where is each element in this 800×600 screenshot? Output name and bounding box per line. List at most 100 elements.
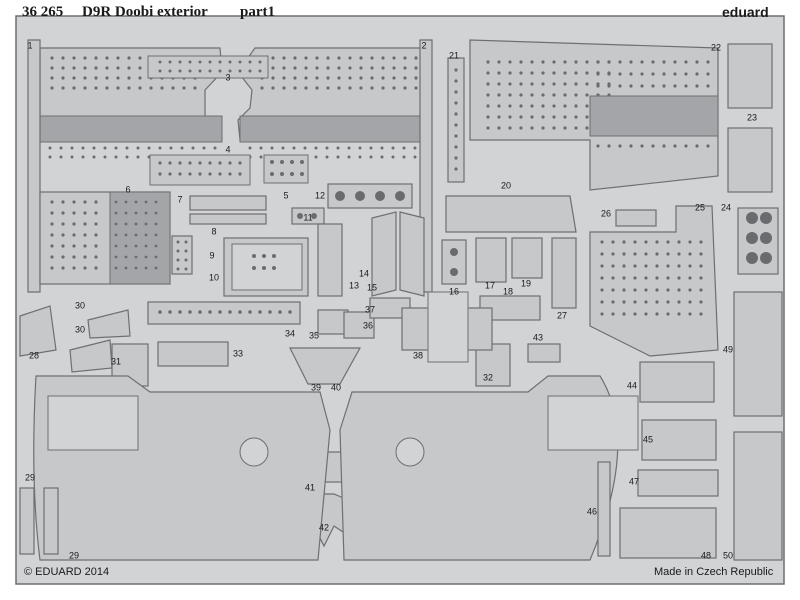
slot-hole — [198, 69, 202, 73]
grille-hole — [304, 86, 308, 90]
panel-hole-circle — [239, 437, 269, 467]
grille-hole — [81, 155, 85, 159]
part-number-label: 40 — [330, 382, 342, 393]
grille-hole — [541, 93, 545, 97]
strip-hole — [218, 172, 222, 176]
grille-hole — [337, 66, 341, 70]
grille-hole — [600, 288, 604, 292]
grille-hole — [563, 93, 567, 97]
grille-hole — [688, 276, 692, 280]
grille-hole — [127, 86, 131, 90]
grille-hole — [138, 66, 142, 70]
grille-hole — [574, 82, 578, 86]
grille-hole — [706, 60, 710, 64]
strip-hole — [454, 112, 458, 116]
panel-hole — [83, 255, 87, 259]
grille-hole — [673, 144, 677, 148]
grille-hole — [585, 126, 589, 130]
grille-hole — [182, 86, 186, 90]
panel-hole — [114, 200, 118, 204]
slot-hole — [238, 60, 242, 64]
part-number-label: 41 — [304, 482, 316, 493]
part-17 — [475, 237, 507, 283]
grille-hole — [50, 56, 54, 60]
grille-hole — [83, 66, 87, 70]
grille-hole — [644, 312, 648, 316]
grille-hole — [508, 115, 512, 119]
grille-hole — [508, 93, 512, 97]
grille-hole — [369, 146, 373, 150]
grille-hole — [50, 86, 54, 90]
grille-hole — [629, 60, 633, 64]
part-43 — [527, 343, 561, 363]
grille-hole — [116, 86, 120, 90]
grille-hole — [348, 86, 352, 90]
grille-hole — [655, 252, 659, 256]
grille-hole — [508, 82, 512, 86]
slot-hole — [228, 60, 232, 64]
plate-inner — [231, 243, 303, 291]
part-number-label: 21 — [448, 50, 460, 61]
panel-hole — [134, 222, 138, 226]
grille-hole — [271, 76, 275, 80]
grille-hole — [519, 126, 523, 130]
grille-hole — [72, 56, 76, 60]
grille-hole — [622, 288, 626, 292]
small-hole — [184, 258, 188, 262]
grille-hole — [486, 71, 490, 75]
grille-hole — [552, 115, 556, 119]
grille-hole — [381, 76, 385, 80]
strip-hole — [208, 161, 212, 165]
strip-hole — [158, 161, 162, 165]
grille-hole — [618, 72, 622, 76]
plate-part-23 — [727, 127, 773, 193]
panel-hole — [144, 255, 148, 259]
grille-hole — [688, 288, 692, 292]
grille-hole — [611, 300, 615, 304]
part-number-label: 35 — [308, 330, 320, 341]
grille-hole — [673, 84, 677, 88]
grille-hole — [50, 76, 54, 80]
part-39-40 — [289, 347, 362, 385]
grille-hole — [677, 240, 681, 244]
part-number-label: 22 — [710, 42, 722, 53]
grille-hole — [684, 84, 688, 88]
grille-hole — [673, 60, 677, 64]
part-36 — [343, 311, 375, 339]
grille-hole — [655, 312, 659, 316]
strip-hole — [454, 145, 458, 149]
plate-hole — [262, 266, 266, 270]
grille-hole — [293, 86, 297, 90]
grille-hole — [315, 56, 319, 60]
panel-hole — [72, 266, 76, 270]
grille-hole — [171, 86, 175, 90]
grille-hole — [83, 76, 87, 80]
grille-hole — [695, 144, 699, 148]
grille-hole — [392, 86, 396, 90]
side-panel-dark — [109, 191, 171, 285]
grille-hole — [596, 84, 600, 88]
ring-hole — [746, 252, 758, 264]
grille-band — [589, 95, 719, 137]
bar-hole — [238, 310, 242, 314]
slot-hole — [248, 60, 252, 64]
panel-hole — [72, 222, 76, 226]
grille-hole — [359, 76, 363, 80]
grille-hole — [92, 155, 96, 159]
grille-hole — [486, 115, 490, 119]
strip-hole — [168, 172, 172, 176]
grille-hole — [160, 86, 164, 90]
ring-hole — [355, 191, 365, 201]
grille-hole — [315, 86, 319, 90]
vertical-strip-21 — [447, 57, 465, 183]
grille-hole — [706, 84, 710, 88]
grille-hole — [699, 288, 703, 292]
strip-hole — [454, 79, 458, 83]
grille-hole — [293, 76, 297, 80]
grille-hole — [403, 56, 407, 60]
grille-hole — [651, 72, 655, 76]
part-number-label: 20 — [500, 180, 512, 191]
strip-hole — [454, 68, 458, 72]
slotted-strip — [147, 55, 269, 79]
